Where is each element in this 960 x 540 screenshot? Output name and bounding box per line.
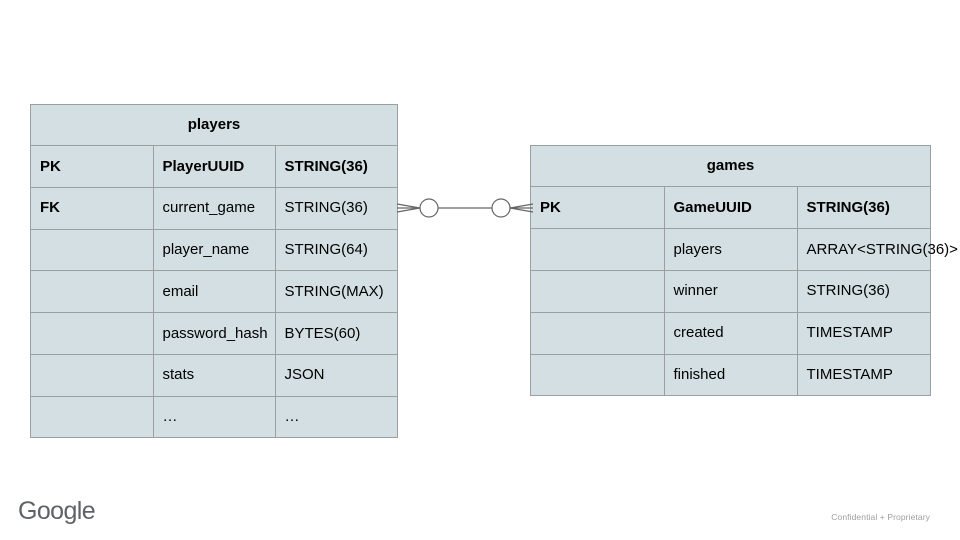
entity-title-row: games <box>531 146 930 188</box>
entity-body-players: players PK PlayerUUID STRING(36) FK curr… <box>31 105 397 437</box>
row-column-name: current_game <box>152 186 276 230</box>
row-column-name: GameUUID <box>663 186 798 230</box>
entity-table-players[interactable]: players PK PlayerUUID STRING(36) FK curr… <box>30 104 398 438</box>
row-key-badge <box>31 395 154 437</box>
row-key-badge <box>31 228 154 272</box>
zero-circle-right-icon <box>491 198 511 218</box>
row-key-badge <box>531 353 665 395</box>
row-key-badge: PK <box>31 145 154 188</box>
table-row[interactable]: PK GameUUID STRING(36) <box>531 186 930 230</box>
relationship-connector-players-games[interactable] <box>390 178 540 238</box>
row-key-badge <box>31 270 154 314</box>
row-column-name: email <box>152 270 276 314</box>
entity-title-row: players <box>31 105 397 147</box>
row-key-badge <box>531 228 665 271</box>
row-column-name: … <box>152 395 276 437</box>
row-key-badge <box>531 269 665 313</box>
table-row[interactable]: players ARRAY<STRING(36)> <box>531 228 958 271</box>
row-column-type: STRING(36) <box>274 145 397 188</box>
row-column-name: created <box>663 311 798 355</box>
table-row[interactable]: PK PlayerUUID STRING(36) <box>31 145 397 188</box>
row-key-badge: PK <box>531 186 665 230</box>
google-logo: Google <box>18 497 96 525</box>
row-column-type: BYTES(60) <box>274 312 397 355</box>
row-column-name: players <box>663 228 798 271</box>
row-column-type: TIMESTAMP <box>796 353 930 395</box>
table-row[interactable]: … … <box>31 395 397 437</box>
entity-table-games[interactable]: games PK GameUUID STRING(36) players ARR… <box>530 145 958 396</box>
entity-title-games: games <box>531 146 930 188</box>
row-key-badge <box>31 312 154 355</box>
table-row[interactable]: player_name STRING(64) <box>31 228 397 272</box>
row-column-type: JSON <box>274 354 397 397</box>
row-column-type: ARRAY<STRING(36)> <box>796 228 958 271</box>
row-column-name: winner <box>663 269 798 313</box>
row-column-type: STRING(36) <box>274 186 397 230</box>
row-column-type: STRING(64) <box>274 228 397 272</box>
row-column-name: PlayerUUID <box>152 145 276 188</box>
confidential-notice: Confidential + Proprietary <box>831 512 930 522</box>
table-row[interactable]: winner STRING(36) <box>531 269 930 313</box>
row-key-badge: FK <box>31 186 154 230</box>
row-column-type: STRING(36) <box>796 186 930 230</box>
row-column-name: stats <box>152 354 276 397</box>
table-row[interactable]: email STRING(MAX) <box>31 270 397 314</box>
row-column-type: TIMESTAMP <box>796 311 930 355</box>
entity-title-players: players <box>31 105 397 147</box>
entity-body-games: games PK GameUUID STRING(36) players ARR… <box>531 146 958 395</box>
table-row[interactable]: finished TIMESTAMP <box>531 353 930 395</box>
zero-circle-left-icon <box>419 198 439 218</box>
row-column-name: finished <box>663 353 798 395</box>
row-column-name: player_name <box>152 228 276 272</box>
table-row[interactable]: created TIMESTAMP <box>531 311 930 355</box>
entity-grid-players: players PK PlayerUUID STRING(36) FK curr… <box>31 105 397 437</box>
row-key-badge <box>31 354 154 397</box>
row-column-type: STRING(36) <box>796 269 930 313</box>
table-row[interactable]: stats JSON <box>31 354 397 397</box>
row-key-badge <box>531 311 665 355</box>
table-row[interactable]: password_hash BYTES(60) <box>31 312 397 355</box>
row-column-type: STRING(MAX) <box>274 270 397 314</box>
row-column-type: … <box>274 395 397 437</box>
table-row[interactable]: FK current_game STRING(36) <box>31 186 397 230</box>
crows-foot-left-icon <box>396 203 421 213</box>
entity-grid-games: games PK GameUUID STRING(36) players ARR… <box>531 146 958 395</box>
row-column-name: password_hash <box>152 312 276 355</box>
